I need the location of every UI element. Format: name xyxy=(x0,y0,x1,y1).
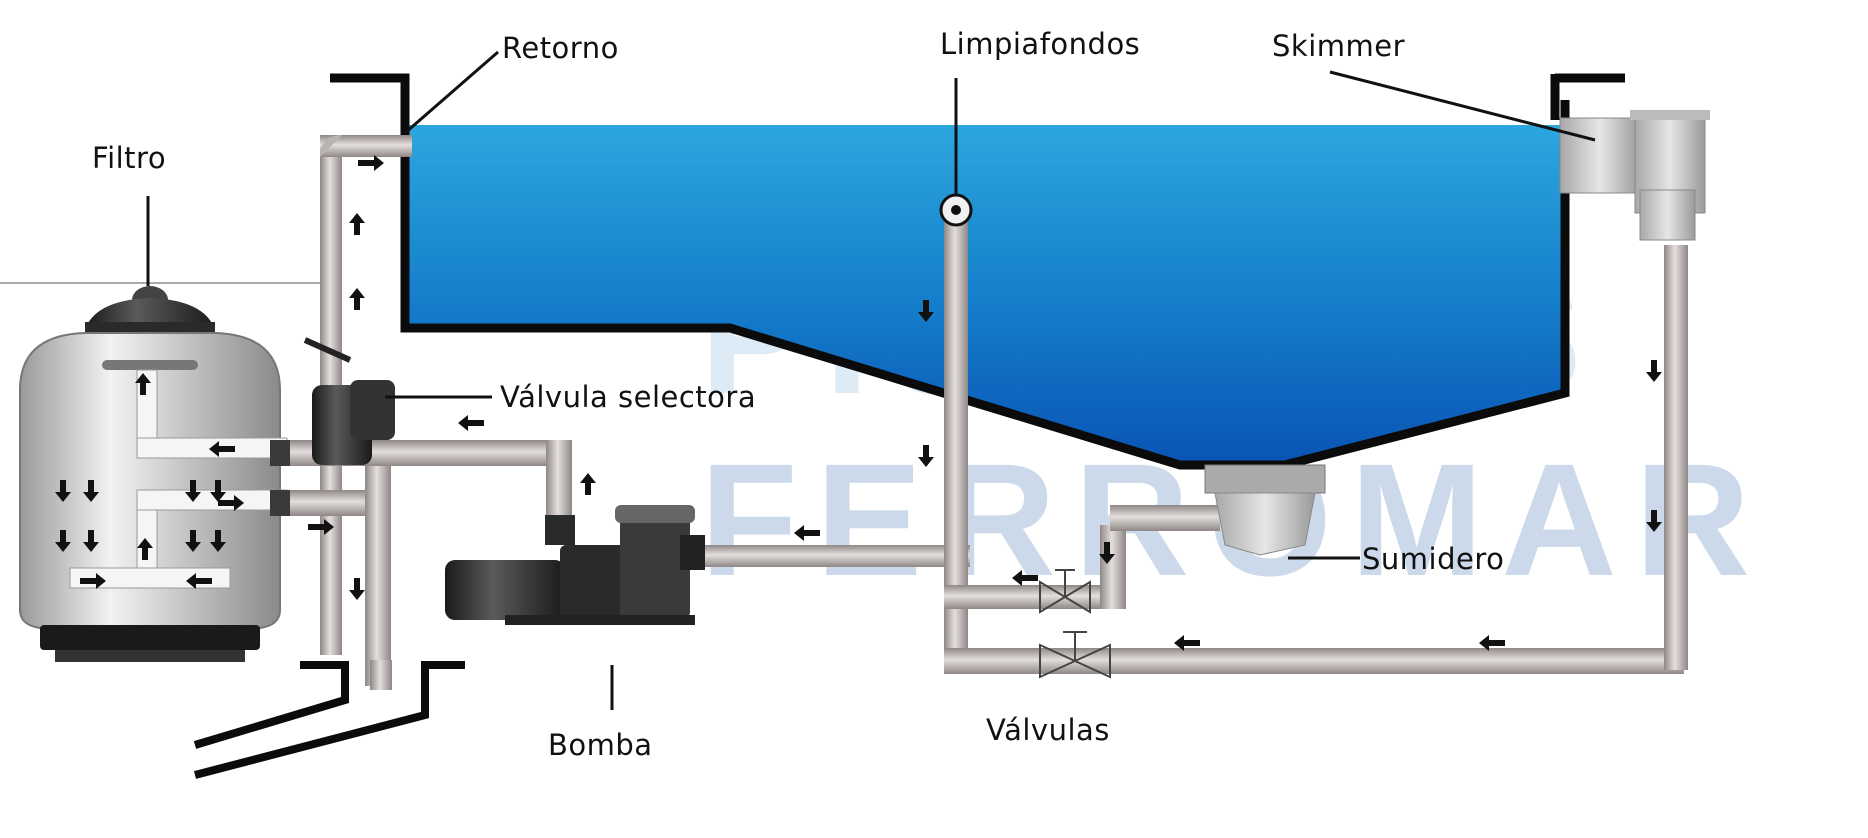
flow-arrow xyxy=(1479,635,1505,651)
flow-arrow xyxy=(918,445,934,467)
valve-lower xyxy=(1039,631,1111,679)
flow-arrow xyxy=(1646,510,1662,532)
flow-arrow xyxy=(1174,635,1200,651)
flow-arrow xyxy=(83,480,99,502)
flow-arrow xyxy=(349,213,365,235)
leader-lines xyxy=(146,50,1596,710)
selector-valve xyxy=(303,337,395,465)
skimmer xyxy=(1559,110,1710,241)
filter-tank xyxy=(19,286,290,662)
sumidero xyxy=(1204,464,1326,556)
flow-arrows xyxy=(55,155,1662,651)
label-valvula-selectora: Válvula selectora xyxy=(500,380,757,414)
flow-arrow xyxy=(209,441,235,457)
flow-arrow xyxy=(794,525,820,541)
flow-arrow xyxy=(55,480,71,502)
drain-trench xyxy=(193,661,465,779)
valve-upper xyxy=(1039,569,1091,614)
flow-arrow xyxy=(218,495,244,511)
leader-skimmer xyxy=(1329,70,1596,142)
flow-arrow xyxy=(210,530,226,552)
label-filtro: Filtro xyxy=(92,141,167,175)
flow-arrow xyxy=(358,155,384,171)
label-skimmer: Skimmer xyxy=(1272,29,1406,63)
flow-arrow xyxy=(1646,360,1662,382)
label-bomba: Bomba xyxy=(548,728,653,762)
flow-arrow xyxy=(185,480,201,502)
flow-arrow xyxy=(1099,542,1115,564)
flow-arrow xyxy=(137,538,153,560)
flow-arrow xyxy=(1012,570,1038,586)
flow-arrow xyxy=(186,573,212,589)
flow-arrow xyxy=(80,573,106,589)
flow-arrow xyxy=(458,415,484,431)
label-retorno: Retorno xyxy=(502,31,619,65)
flow-arrow xyxy=(83,530,99,552)
label-limpiafondos: Limpiafondos xyxy=(940,27,1141,61)
pump xyxy=(445,505,705,625)
flow-arrow xyxy=(580,473,596,495)
flow-arrow xyxy=(55,530,71,552)
label-sumidero: Sumidero xyxy=(1362,542,1505,576)
flow-arrow xyxy=(185,530,201,552)
flow-arrow xyxy=(349,288,365,310)
pool-water xyxy=(405,125,1565,462)
flow-arrow xyxy=(308,519,334,535)
flow-arrow xyxy=(210,480,226,502)
flow-arrow xyxy=(349,578,365,600)
label-valvulas: Válvulas xyxy=(986,713,1110,747)
leader-retorno xyxy=(404,50,499,135)
flow-arrow xyxy=(135,373,151,395)
flow-arrow xyxy=(918,300,934,322)
